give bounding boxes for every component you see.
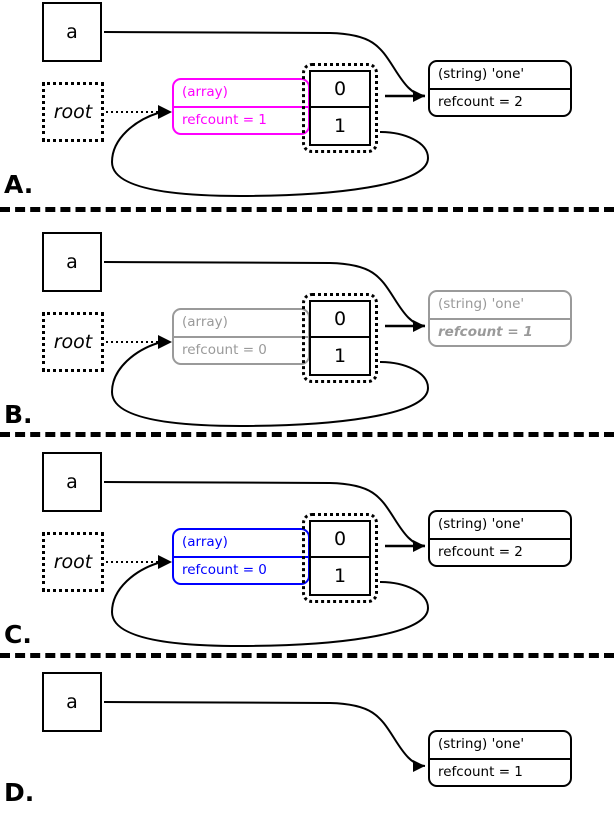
arrowhead-a-to-string — [413, 540, 425, 552]
array-cells: 0 1 — [309, 520, 371, 596]
array-cells: 0 1 — [309, 70, 371, 146]
string-zval-type: (string) 'one' — [430, 62, 570, 90]
variable-box-a: a — [42, 2, 102, 62]
string-zval-refcount: refcount = 2 — [438, 93, 523, 110]
variable-label: a — [66, 21, 78, 43]
array-cell-1: 1 — [333, 565, 347, 587]
string-zval-refcount: refcount = 1 — [438, 323, 533, 340]
array-cells: 0 1 — [309, 300, 371, 376]
array-zval-refcount: refcount = 1 — [182, 111, 267, 128]
array-cell-1: 1 — [333, 345, 347, 367]
panel-label-c: C. — [4, 620, 32, 649]
array-cells-container: 0 1 — [302, 63, 378, 153]
panel-d: a (string) 'one' refcount = 1 D. — [0, 660, 614, 814]
root-box: root — [42, 82, 104, 142]
string-zval-refcount: refcount = 2 — [438, 543, 523, 560]
array-cell-0: 0 — [311, 522, 369, 558]
string-zval: (string) 'one' refcount = 2 — [428, 60, 572, 118]
edge-a-to-string — [103, 701, 426, 767]
variable-box-a: a — [42, 232, 102, 292]
variable-label: a — [66, 251, 78, 273]
arrowhead-root-to-array — [158, 105, 172, 119]
variable-box-a: a — [42, 672, 102, 732]
array-zval-type: (array) — [174, 80, 308, 108]
panel-c: a root (array) refcount = 0 0 1 (string)… — [0, 440, 614, 655]
root-label: root — [53, 551, 93, 573]
panel-label-d: D. — [4, 778, 35, 807]
array-cell-0: 0 — [311, 72, 369, 108]
panel-separator-2 — [0, 432, 614, 437]
panel-label-b: B. — [4, 400, 33, 429]
arrowhead-a-to-string — [413, 320, 425, 332]
array-zval: (array) refcount = 0 — [172, 308, 310, 366]
variable-box-a: a — [42, 452, 102, 512]
variable-label: a — [66, 691, 78, 713]
panel-label-a: A. — [4, 170, 34, 199]
panel-a: a root (array) refcount = 1 0 1 (string)… — [0, 0, 614, 210]
string-zval-type: (string) 'one' — [430, 512, 570, 540]
array-cell-0: 0 — [311, 302, 369, 338]
array-zval-type: (array) — [174, 310, 308, 338]
panel-separator-1 — [0, 207, 614, 212]
array-zval: (array) refcount = 0 — [172, 528, 310, 586]
string-zval: (string) 'one' refcount = 2 — [428, 510, 572, 568]
root-label: root — [53, 331, 93, 353]
string-zval: (string) 'one' refcount = 1 — [428, 290, 572, 348]
string-zval-type: (string) 'one' — [430, 732, 570, 760]
array-zval-type: (array) — [174, 530, 308, 558]
string-zval-type: (string) 'one' — [430, 292, 570, 320]
array-zval-refcount: refcount = 0 — [182, 341, 267, 358]
panel-separator-3 — [0, 653, 614, 658]
array-cell-1: 1 — [333, 115, 347, 137]
array-zval-refcount: refcount = 0 — [182, 561, 267, 578]
array-cells-container: 0 1 — [302, 513, 378, 603]
root-label: root — [53, 101, 93, 123]
panel-b: a root (array) refcount = 0 0 1 (string)… — [0, 215, 614, 435]
arrowhead-root-to-array — [158, 555, 172, 569]
arrowhead-a-to-string — [413, 760, 425, 772]
variable-label: a — [66, 471, 78, 493]
root-box: root — [42, 532, 104, 592]
string-zval: (string) 'one' refcount = 1 — [428, 730, 572, 788]
string-zval-refcount: refcount = 1 — [438, 763, 523, 780]
arrowhead-a-to-string — [413, 90, 425, 102]
arrowhead-root-to-array — [158, 335, 172, 349]
array-cells-container: 0 1 — [302, 293, 378, 383]
array-zval: (array) refcount = 1 — [172, 78, 310, 136]
root-box: root — [42, 312, 104, 372]
